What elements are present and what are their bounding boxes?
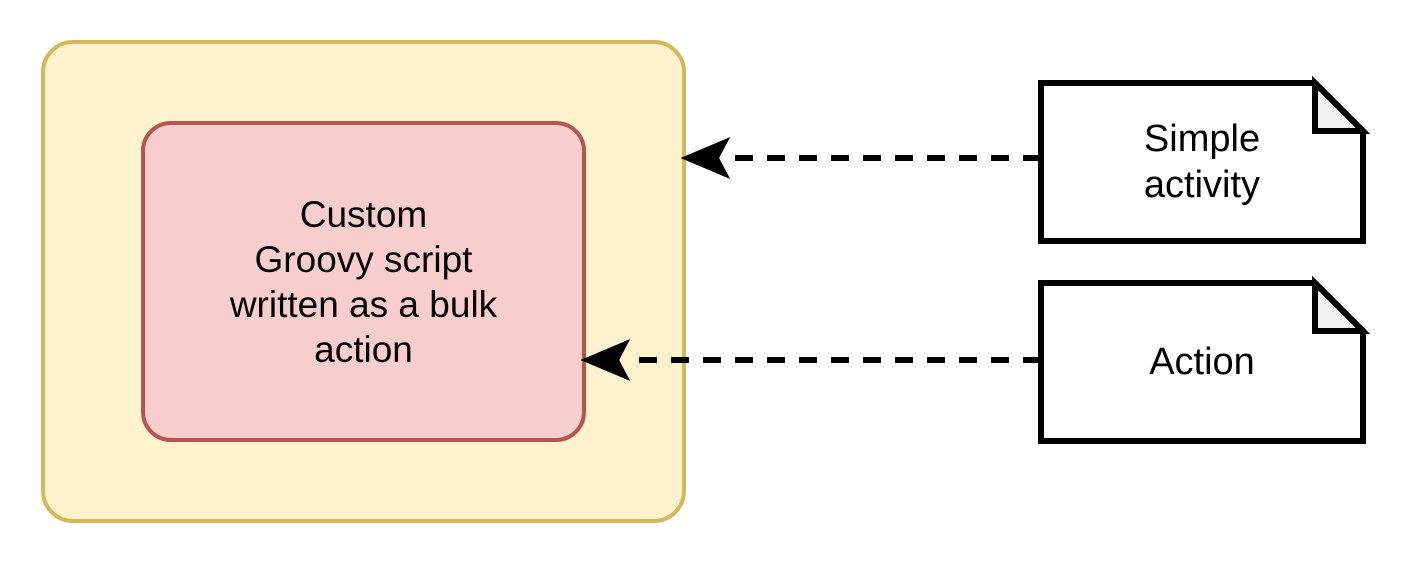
connector-simple-activity-to-container[interactable] — [680, 136, 1041, 180]
note-action-body — [1038, 280, 1366, 444]
note-simple-activity[interactable] — [1038, 75, 1371, 244]
connector-action-arrowhead-icon — [580, 338, 631, 382]
connector-action-to-script-box[interactable] — [580, 338, 1041, 382]
note-simple-activity-body — [1038, 80, 1366, 244]
note-action-fold-icon — [1312, 275, 1371, 334]
custom-groovy-script-box[interactable] — [141, 121, 586, 442]
connector-simple-activity-arrowhead-icon — [680, 136, 731, 180]
note-action[interactable] — [1038, 275, 1371, 444]
note-simple-activity-fold-icon — [1312, 75, 1371, 134]
